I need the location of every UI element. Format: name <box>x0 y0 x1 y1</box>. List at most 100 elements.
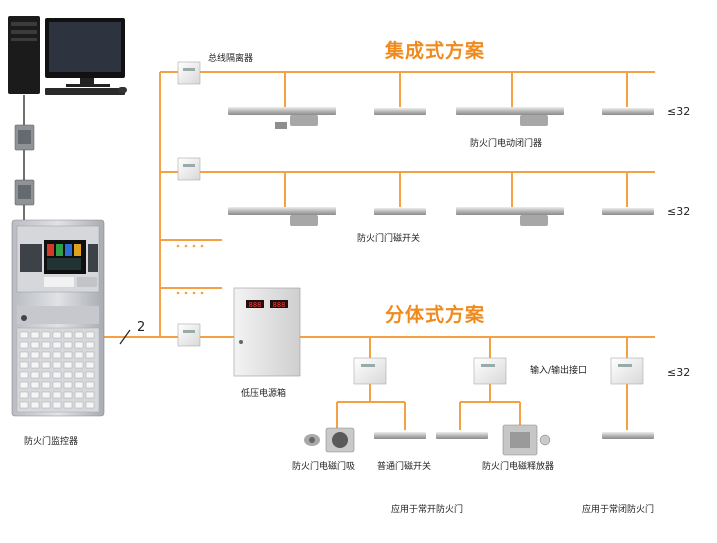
cabinet-button <box>41 401 51 409</box>
cabinet-button <box>63 371 73 379</box>
cabinet-button <box>74 331 84 339</box>
cabinet-button <box>30 371 40 379</box>
cabinet-button <box>19 331 29 339</box>
label-normal-door-switch: 普通门磁开关 <box>377 462 432 472</box>
io-interface-2 <box>473 357 507 385</box>
io-interface-1 <box>353 357 387 385</box>
io-interface-3 <box>610 357 644 385</box>
cabinet-button <box>19 371 29 379</box>
cabinet-button <box>74 401 84 409</box>
cabinet-button <box>74 361 84 369</box>
cabinet-button <box>52 331 62 339</box>
cabinet-button <box>52 401 62 409</box>
normal-magnetic-switch-right <box>602 432 654 439</box>
cabinet-button <box>41 331 51 339</box>
cabinet-button <box>85 331 95 339</box>
label-apply-normally-closed: 应用于常闭防火门 <box>582 505 655 515</box>
cabinet-button <box>74 381 84 389</box>
cabinet-button <box>74 341 84 349</box>
cabinet-button <box>52 391 62 399</box>
label-io-interface: 输入/输出接口 <box>530 366 588 376</box>
cabinet-button <box>85 371 95 379</box>
computer <box>8 16 127 95</box>
count-row2: ≤32 <box>667 205 691 218</box>
cabinet-button <box>41 381 51 389</box>
cabinet-button <box>52 371 62 379</box>
label-door-closer-electric: 防火门电动闭门器 <box>470 139 543 149</box>
cabinet-button <box>41 371 51 379</box>
label-door-magnetic-switch: 防火门门磁开关 <box>357 234 421 244</box>
cabinet-button <box>19 351 29 359</box>
cabinet-button <box>85 381 95 389</box>
title-split: 分体式方案 <box>385 304 486 326</box>
cabinet-button <box>63 381 73 389</box>
cabinet-button <box>63 341 73 349</box>
door-closer-1 <box>228 107 336 129</box>
normal-magnetic-switch-left <box>374 432 426 439</box>
electromagnetic-holder <box>304 427 355 453</box>
cabinet-button <box>30 341 40 349</box>
low-voltage-power-box: 888 888 <box>233 287 301 377</box>
psu-display-right: 888 <box>273 301 286 309</box>
dots <box>176 244 204 295</box>
cabinet-button <box>63 351 73 359</box>
cabinet-button <box>52 351 62 359</box>
cabinet-button <box>52 381 62 389</box>
count-row3: ≤32 <box>667 366 691 379</box>
cabinet-button <box>63 361 73 369</box>
door-closer-2 <box>456 107 564 126</box>
cabinet-button <box>19 341 29 349</box>
door-closer-3 <box>228 207 336 226</box>
cabinet-button <box>85 401 95 409</box>
cabinet-button <box>63 331 73 339</box>
psu-display-left: 888 <box>249 301 262 309</box>
cabinet-button <box>19 361 29 369</box>
magnetic-switch-4 <box>602 208 654 215</box>
label-fire-door-monitor: 防火门监控器 <box>24 437 79 447</box>
cabinet-button <box>41 361 51 369</box>
magnetic-switch-2 <box>602 108 654 115</box>
cabinet-button-grid <box>19 331 95 409</box>
label-electromagnetic-release: 防火门电磁释放器 <box>482 462 555 472</box>
cabinet-button <box>19 391 29 399</box>
bus-slash <box>119 329 131 345</box>
bus-isolator-2 <box>177 157 201 181</box>
cabinet-button <box>74 391 84 399</box>
bus-isolator-1 <box>177 61 201 85</box>
cabinet-button <box>30 331 40 339</box>
cabinet-button <box>19 401 29 409</box>
cabinet-button <box>63 401 73 409</box>
title-integrated: 集成式方案 <box>385 40 486 62</box>
cabinet-button <box>41 391 51 399</box>
cabinet-button <box>85 341 95 349</box>
cabinet-button <box>74 351 84 359</box>
electromagnetic-release <box>502 424 551 456</box>
cabinet-button <box>63 391 73 399</box>
normal-magnetic-switch-mid <box>436 432 488 439</box>
count-row1: ≤32 <box>667 105 691 118</box>
cabinet-button <box>52 361 62 369</box>
cabinet-button <box>85 361 95 369</box>
label-electromagnetic-holder: 防火门电磁门吸 <box>292 462 356 472</box>
converters <box>14 95 35 225</box>
cabinet-button <box>74 371 84 379</box>
magnetic-switch-1 <box>374 108 426 115</box>
cabinet-button <box>30 401 40 409</box>
cabinet-button <box>41 341 51 349</box>
cabinet-button <box>85 391 95 399</box>
bus-number: 2 <box>137 320 146 335</box>
bus-isolator-3 <box>177 323 201 347</box>
cabinet-button <box>30 381 40 389</box>
cabinet-button <box>52 341 62 349</box>
label-apply-normally-open: 应用于常开防火门 <box>391 505 464 515</box>
label-low-voltage-psu: 低压电源箱 <box>241 389 287 399</box>
cabinet-button <box>30 361 40 369</box>
cabinet-button <box>30 391 40 399</box>
door-closer-4 <box>456 207 564 226</box>
cabinet-button <box>19 381 29 389</box>
magnetic-switch-3 <box>374 208 426 215</box>
cabinet-button <box>30 351 40 359</box>
label-bus-isolator: 总线隔离器 <box>208 54 254 64</box>
cabinet-button <box>85 351 95 359</box>
